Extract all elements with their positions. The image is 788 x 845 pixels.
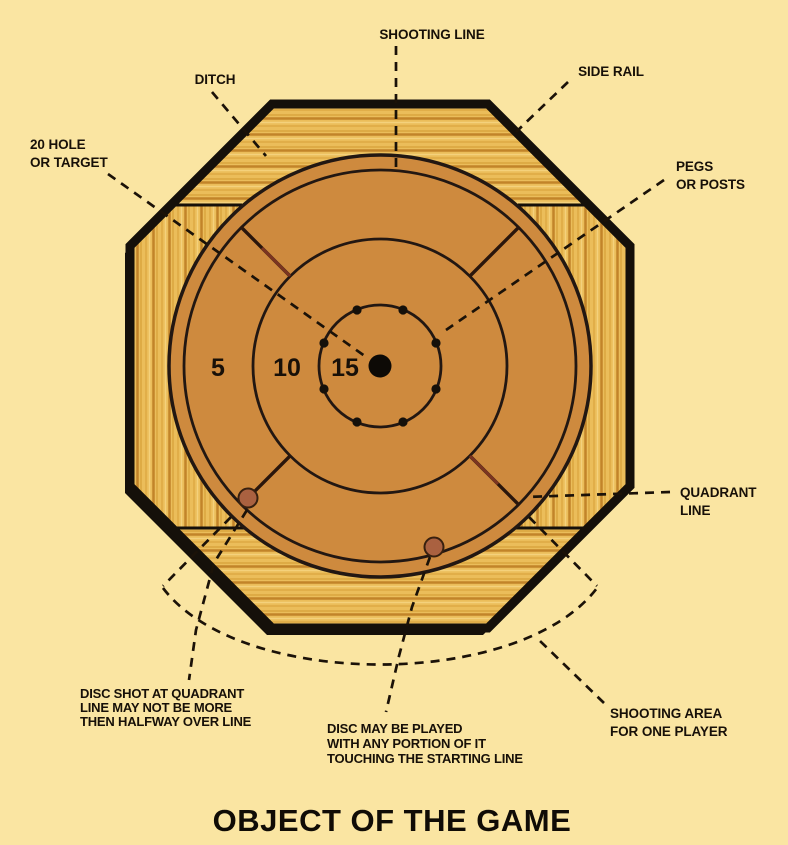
peg-dot (398, 417, 408, 427)
label-quadrant-line2: LINE (680, 503, 710, 518)
zone-label-15: 15 (331, 354, 359, 382)
ten-zone-circle (251, 237, 509, 495)
label-shooting-area: SHOOTING AREA FOR ONE PLAYER (610, 706, 728, 739)
label-pegs-line1: PEGS (676, 159, 713, 174)
pegs-leader (445, 178, 665, 332)
label-20-hole-or-target: 20 HOLE OR TARGET (30, 137, 109, 170)
label-quadrant-line: QUADRANT LINE (680, 485, 757, 518)
label-shooting-line: SHOOTING LINE (379, 27, 484, 42)
note-disc-quadrant: DISC SHOT AT QUADRANT LINE MAY NOT BE MO… (80, 686, 252, 729)
quadrant-line-nw-red (260, 246, 292, 278)
label-side-rail: SIDE RAIL (578, 64, 644, 79)
quadrant-line-se-red (468, 454, 500, 486)
peg-dot (352, 417, 362, 427)
label-shooting-area-line1: SHOOTING AREA (610, 706, 723, 721)
note-disc-starting-line1: DISC MAY BE PLAYED (327, 721, 462, 736)
label-shooting-area-line2: FOR ONE PLAYER (610, 724, 728, 739)
note-disc-starting-line3: TOUCHING THE STARTING LINE (327, 751, 523, 766)
label-20-hole-line1: 20 HOLE (30, 137, 86, 152)
twenty-hole-leader (107, 172, 370, 361)
quadrant-line-ne (468, 225, 521, 278)
label-pegs-or-posts: PEGS OR POSTS (676, 159, 745, 192)
disc-on-quadrant-line (237, 487, 259, 509)
shooting-area-arc (161, 587, 599, 666)
label-quadrant-line1: QUADRANT (680, 485, 757, 500)
disc-on-starting-line (423, 536, 445, 558)
quadrant-line-leader (525, 490, 671, 499)
peg-dot (431, 338, 441, 348)
label-pegs-line2: OR POSTS (676, 177, 745, 192)
label-ditch: DITCH (195, 72, 236, 87)
fifteen-peg-circle (317, 303, 443, 429)
disc-starting-note-leader (384, 556, 432, 713)
starting-line-circle (182, 168, 578, 564)
note-disc-starting-line: DISC MAY BE PLAYED WITH ANY PORTION OF I… (327, 721, 524, 766)
note-disc-quadrant-line1: DISC SHOT AT QUADRANT (80, 686, 244, 701)
zone-label-10: 10 (273, 354, 301, 382)
side-rail-octagon (125, 99, 635, 633)
peg-dot (319, 338, 329, 348)
label-20-hole-line2: OR TARGET (30, 155, 108, 170)
quadrant-extension-sw (162, 516, 232, 587)
peg-dot (352, 305, 362, 315)
zone-label-5: 5 (211, 354, 225, 382)
quadrant-extension-se (528, 516, 598, 587)
twenty-hole (368, 354, 392, 378)
note-disc-quadrant-line3: THEN HALFWAY OVER LINE (80, 714, 252, 729)
page-title: OBJECT OF THE GAME (213, 803, 572, 838)
peg-dot (398, 305, 408, 315)
pegs (319, 305, 441, 427)
ditch-leader (210, 91, 268, 157)
note-disc-starting-line2: WITH ANY PORTION OF IT (327, 736, 486, 751)
note-disc-quadrant-line2: LINE MAY NOT BE MORE (80, 700, 233, 715)
ditch-seams (171, 203, 589, 530)
side-rail-leader (515, 81, 569, 133)
peg-dot (319, 384, 329, 394)
disc-quadrant-note-leader (187, 509, 249, 681)
quadrant-line-red-segments (260, 246, 500, 486)
peg-dot (431, 384, 441, 394)
